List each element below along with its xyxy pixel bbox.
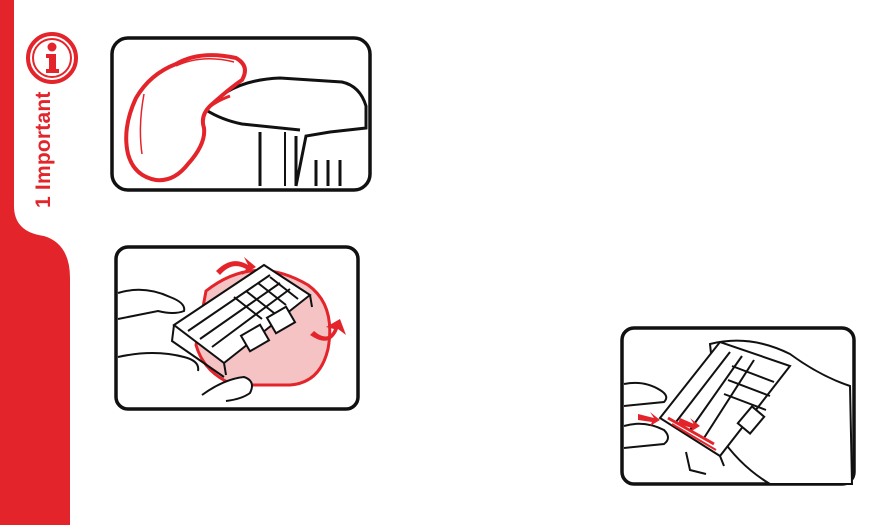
seat-cover-removal-illustration [114,245,360,411]
info-icon [24,30,80,86]
headrest-icon [110,36,372,192]
seat-cover-hook-illustration [620,326,856,486]
seat-frame-icon [114,245,360,411]
seat-frame-icon [620,326,856,486]
section-title: 1 Important [33,91,54,208]
headrest-cover-illustration [110,36,372,192]
